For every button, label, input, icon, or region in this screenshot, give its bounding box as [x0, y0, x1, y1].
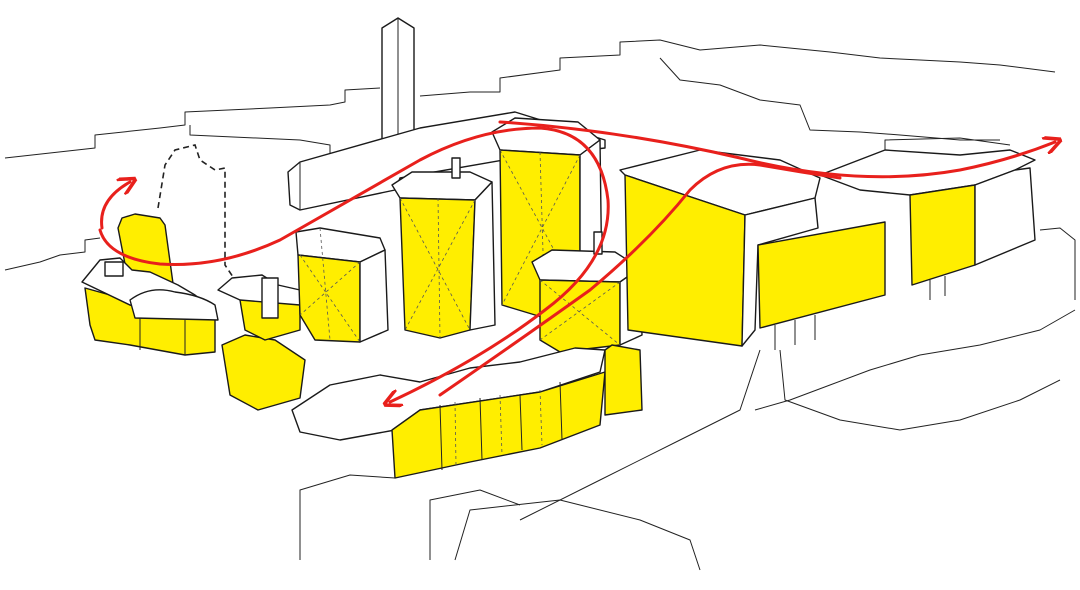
context-skyline-right — [419, 39, 1056, 97]
context-skyline-left — [4, 87, 381, 159]
tower-2-side — [469, 181, 496, 331]
tower-4-top — [531, 249, 641, 283]
right-foreground-cliff — [1039, 227, 1076, 300]
flow-arrow-left-tip — [100, 182, 130, 230]
flow-arrow-upper-right — [498, 120, 1055, 179]
right-lower-yellow-wing — [757, 221, 886, 329]
courtyard-corner-yellow — [604, 344, 643, 416]
rooftop-box — [104, 261, 124, 277]
foreground-road-center — [299, 474, 521, 560]
flow-arrow-left-loop — [98, 126, 610, 402]
center-left-lowrise — [217, 274, 313, 411]
left-curved-roof-block — [129, 289, 219, 321]
flow-arrow-center-cross — [438, 162, 842, 397]
flow-arrows — [98, 120, 1055, 402]
far-right-yellow-face — [909, 184, 976, 286]
far-right-side — [974, 167, 1036, 266]
foreground-road-right — [754, 309, 1076, 411]
foreground-slope — [519, 349, 761, 521]
small-tower-element — [261, 277, 279, 319]
tower-1 — [295, 227, 389, 343]
tower-1-side — [359, 249, 389, 343]
proposed-tower-outline — [157, 144, 236, 281]
tower-2-top — [391, 171, 493, 201]
background-context — [4, 39, 1056, 271]
context-roofline-right — [659, 57, 1000, 141]
courtyard-yellow-facade — [391, 371, 606, 479]
foreground-context — [299, 227, 1076, 571]
tower-2 — [391, 157, 496, 339]
left-building-cluster — [81, 213, 219, 356]
tower-1-yellow-face — [297, 254, 361, 343]
foreground-block-center — [454, 499, 701, 571]
tower-2-rooftop-stack — [451, 157, 461, 179]
center-left-yellow-block — [221, 334, 306, 411]
far-right-roof — [819, 149, 1036, 196]
foreground-block-right — [779, 349, 1061, 431]
context-low-blocks — [4, 237, 101, 271]
chimney-stack — [381, 17, 415, 141]
far-right-block — [819, 137, 1036, 300]
front-courtyard-block — [291, 344, 643, 479]
